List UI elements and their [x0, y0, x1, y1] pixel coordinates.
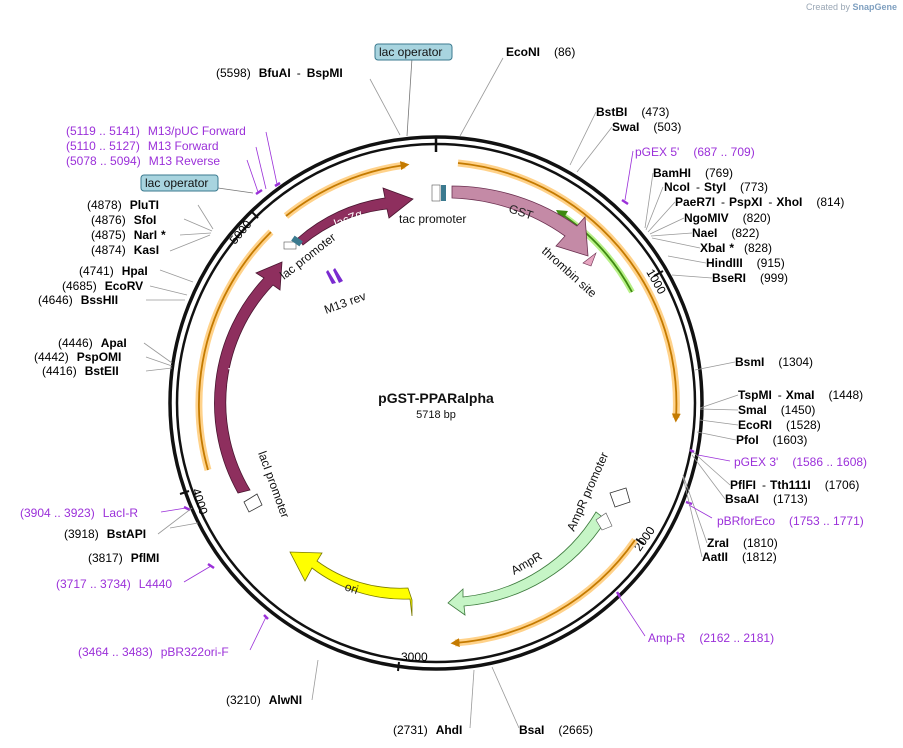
site-bsai: BsaI(2665) [519, 723, 593, 737]
primer-m13-forward: (5110 .. 5127)M13 Forward [66, 139, 219, 153]
site-bsmi: BsmI(1304) [735, 355, 813, 369]
site-smai: SmaI(1450) [738, 403, 815, 417]
snapgene-credit: Created by SnapGene [806, 2, 897, 12]
site-naei: NaeI(822) [692, 226, 759, 240]
primer-pgex5: pGEX 5'(687 .. 709) [635, 145, 755, 159]
feature-ori-label: ori [343, 580, 360, 597]
feature-laci-label: lacI [225, 367, 240, 386]
site-ncoi: NcoI-StyI(773) [664, 180, 768, 194]
site-aatii: AatII(1812) [702, 550, 777, 564]
site-sfoi: (4876)SfoI [91, 213, 156, 227]
primer-pbrforeco: pBRforEco(1753 .. 1771) [717, 514, 864, 528]
tac-promoter-label: tac promoter [399, 212, 466, 226]
site-apai: (4446)ApaI [58, 336, 127, 350]
feature-gst[interactable]: GST [451, 185, 589, 257]
site-ecori: EcoRI(1528) [738, 418, 821, 432]
plasmid-name: pGST-PPARalpha [378, 390, 494, 406]
plasmid-length: 5718 bp [416, 409, 456, 421]
feature-laci[interactable]: lacI [214, 261, 283, 494]
site-pluti: (4878)PluTI [87, 198, 159, 212]
site-xbai: XbaI*(828) [700, 241, 772, 255]
site-pfoi: PfoI(1603) [736, 433, 807, 447]
orf-ampr-arrow [450, 539, 636, 648]
site-pflfi: PflFI-Tth111I(1706) [730, 478, 859, 492]
orf-laci-arrow [198, 231, 272, 471]
site-pflmi: (3817)PflMI [88, 551, 159, 565]
thrombin-site-label: thrombin site [539, 244, 600, 301]
tick-2000: 2000 [631, 524, 658, 554]
lac-operator-label-top: lac operator [379, 45, 442, 59]
lac-operator-box-left[interactable]: lac operator [140, 174, 254, 194]
primer-laci-r: (3904 .. 3923)LacI-R [20, 506, 138, 520]
site-nari: (4875)NarI* [91, 228, 166, 242]
lac-operator-box-top[interactable]: lac operator [374, 43, 453, 137]
primer-ampr: Amp-R(2162 .. 2181) [648, 631, 774, 645]
site-hpai: (4741)HpaI [79, 264, 148, 278]
primer-m13-reverse: (5078 .. 5094)M13 Reverse [66, 154, 220, 168]
primer-labels: pGEX 5'(687 .. 709) pGEX 3'(1586 .. 1608… [20, 124, 867, 659]
primer-pbr322ori-f: (3464 .. 3483)pBR322ori-F [78, 645, 229, 659]
feature-ori[interactable]: ori [289, 551, 413, 617]
site-ecorv: (4685)EcoRV [62, 279, 143, 293]
site-ahdi: (2731)AhdI [393, 723, 462, 737]
primer-m13-puc-forward: (5119 .. 5141)M13/pUC Forward [66, 124, 246, 138]
restriction-site-labels: (5598)BfuAI-BspMI EcoNI(86) BstBI(473) S… [34, 45, 863, 737]
orf-lacz-arrow [285, 161, 410, 217]
tick-3000: 3000 [401, 650, 428, 664]
scale-ticks: 1000 2000 3000 4000 5000 [179, 211, 669, 672]
site-bstapi: (3918)BstAPI [64, 527, 146, 541]
site-bamhi: BamHI(769) [653, 166, 733, 180]
site-swai: SwaI(503) [612, 120, 681, 134]
laci-promoter-label: lacI promoter [255, 449, 292, 520]
credit-prefix: Created by [805, 2, 850, 12]
lac-operator-label-left: lac operator [145, 176, 208, 190]
site-bstbi: BstBI(473) [596, 105, 669, 119]
site-bsshii: (4646)BssHII [38, 293, 118, 307]
orf-gst-arrow [457, 162, 681, 423]
credit-brand: SnapGene [852, 2, 897, 12]
site-zrai: ZraI(1810) [707, 536, 778, 550]
site-ngomiv: NgoMIV(820) [684, 211, 771, 225]
site-alwni: (3210)AlwNI [226, 693, 302, 707]
site-bsteii: (4416)BstEII [42, 364, 119, 378]
m13-rev-label: M13 rev [322, 289, 368, 317]
site-bsaai: BsaAI(1713) [725, 492, 808, 506]
primer-l4440: (3717 .. 3734)L4440 [56, 577, 172, 591]
site-bseri: BseRI(999) [712, 271, 788, 285]
site-paer7i: PaeR7I-PspXI-XhoI(814) [675, 195, 844, 209]
primer-leader-lines [160, 131, 731, 651]
site-bfuai: (5598)BfuAI-BspMI [216, 66, 343, 80]
orf-arrows [195, 159, 681, 648]
feature-lacza-label: lacZα [332, 207, 365, 231]
primer-pgex3: pGEX 3'(1586 .. 1608) [734, 455, 867, 469]
site-pspomi: (4442)PspOMI [34, 350, 121, 364]
thrombin-site-mark [582, 252, 597, 267]
thrombin-arrow [562, 214, 633, 293]
promoter-marks [243, 184, 631, 531]
site-tspmi: TspMI-XmaI(1448) [738, 388, 863, 402]
site-leader-lines [143, 57, 739, 729]
site-econi: EcoNI(86) [506, 45, 575, 59]
site-kasi: (4874)KasI [91, 243, 159, 257]
site-hindiii: HindIII(915) [706, 256, 785, 270]
feature-ampr[interactable] [447, 511, 607, 616]
